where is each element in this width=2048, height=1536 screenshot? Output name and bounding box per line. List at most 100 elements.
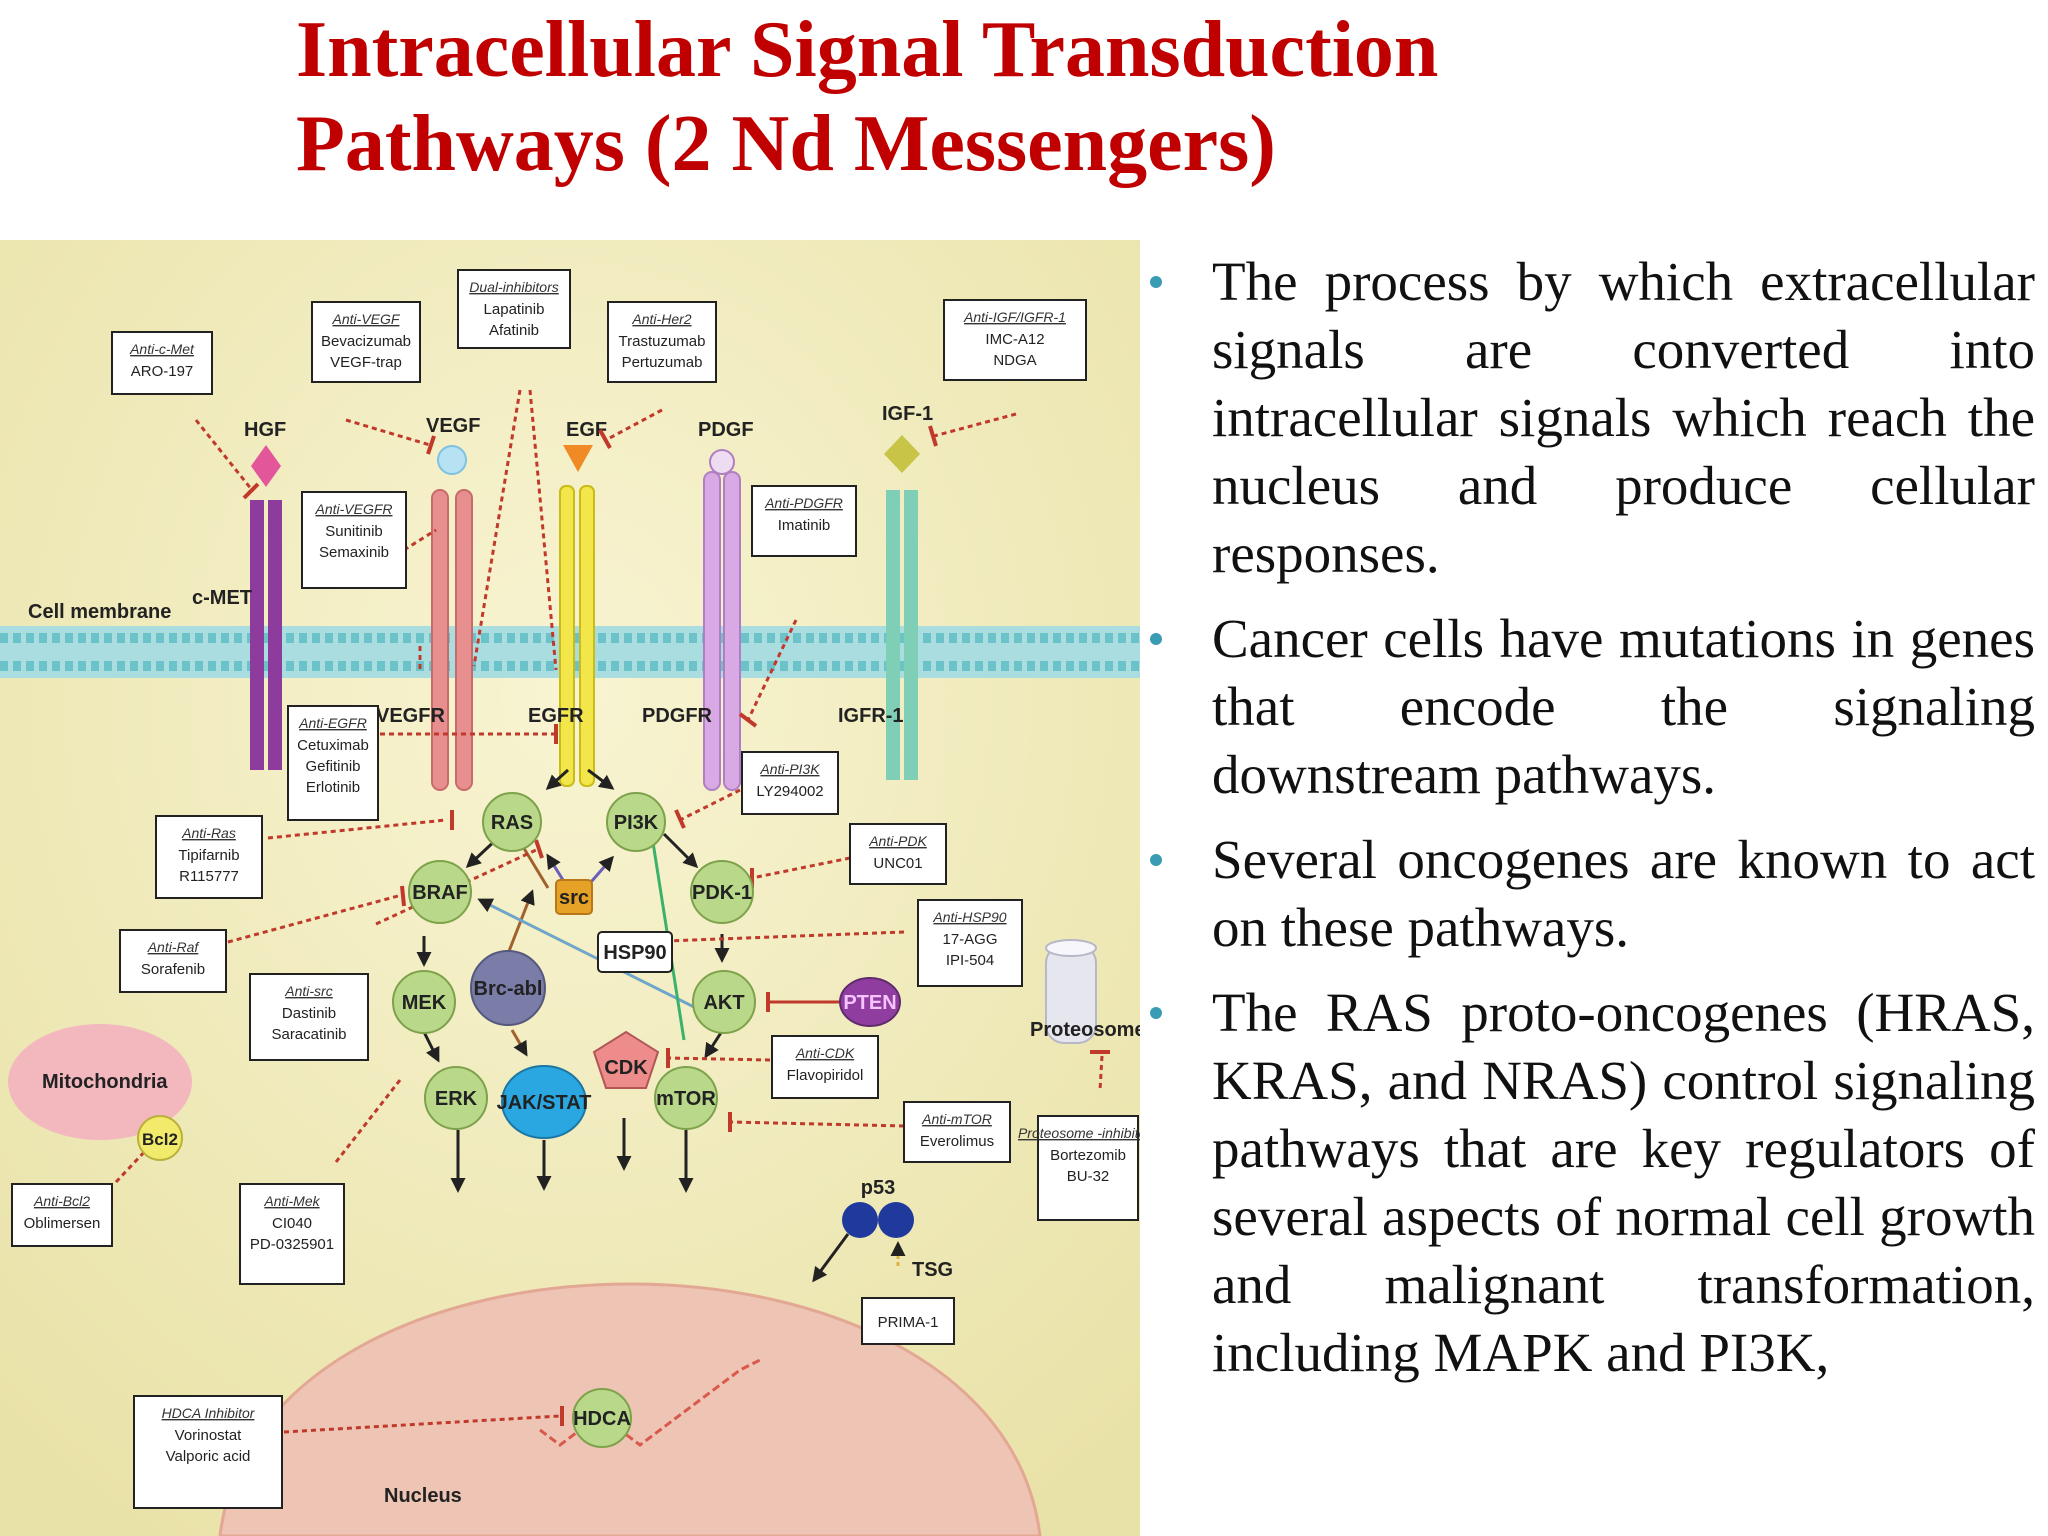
inhibitor-box-heading: Dual-inhibitors [469, 279, 558, 295]
inhibitor-drug-name: IMC-A12 [985, 331, 1044, 348]
svg-text:Brc-abl: Brc-abl [474, 978, 543, 1000]
inhibitor-drug-name: Gefitinib [305, 758, 360, 775]
title-line-2: Pathways (2 Nd Messengers) [296, 99, 1276, 188]
mek-node: MEK [392, 970, 456, 1034]
inhibitor-box-heading: HDCA Inhibitor [162, 1405, 256, 1421]
svg-text:mTOR: mTOR [656, 1088, 716, 1110]
igfr1-label: IGFR-1 [838, 705, 904, 727]
inhibitor-drug-name: Tipifarnib [178, 847, 239, 864]
title-line-1: Intracellular Signal Transduction [296, 6, 1439, 94]
pdgf-ligand [709, 449, 735, 475]
inhibitor-box-heading: Proteosome -inhibitors [1018, 1125, 1140, 1141]
pdgf-label: PDGF [698, 419, 754, 441]
igf1-ligand [884, 435, 920, 473]
hdca-node: HDCA [572, 1388, 632, 1448]
inhibitor-box-heading: Anti-CDK [795, 1045, 855, 1061]
inhibitor-box-heading: Anti-Mek [263, 1193, 320, 1209]
mtor-node: mTOR [654, 1066, 718, 1130]
inhibitor-drug-name: Bevacizumab [321, 333, 411, 350]
inhibitor-box-heading: Anti-IGF/IGFR-1 [963, 309, 1066, 325]
inhibitor-drug-name: Saracatinib [271, 1026, 346, 1043]
slide-title: Intracellular Signal Transduction Pathwa… [296, 4, 2016, 191]
inhibitor-drug-name: Vorinostat [175, 1427, 243, 1444]
inhibitor-box-anti-hsp90: Anti-HSP90 17-AGG IPI-504 [917, 899, 1023, 987]
svg-text:MEK: MEK [402, 992, 447, 1014]
inhibitor-drug-name: Oblimersen [24, 1215, 101, 1232]
egfr-receptor [559, 485, 595, 787]
inhibitor-drug-name: Lapatinib [484, 301, 545, 318]
mitochondria-label: Mitochondria [42, 1071, 168, 1093]
braf-node: BRAF [408, 860, 472, 924]
cmet-label: c-MET [192, 587, 252, 609]
bcl2-node: Bcl2 [137, 1115, 183, 1161]
inhibitor-drug-name: NDGA [993, 352, 1036, 369]
inhibitor-drug-name: Afatinib [489, 322, 539, 339]
inhibitor-box-heading: Anti-PI3K [759, 761, 820, 777]
proteosome-label: Proteosome [1030, 1019, 1140, 1041]
svg-text:AKT: AKT [703, 992, 744, 1014]
inhibitor-box-heading: Anti-HSP90 [932, 909, 1006, 925]
igfr1-receptor [886, 490, 918, 780]
mitochondria-shape [8, 1024, 192, 1140]
cell-membrane-label: Cell membrane [28, 601, 171, 623]
inhibitor-drug-name: Cetuximab [297, 737, 369, 754]
inhibitor-drug-name: Valporic acid [166, 1448, 251, 1465]
pdk1-node: PDK-1 [690, 860, 754, 924]
bullet-list: The process by which extracellular signa… [1150, 248, 2035, 1404]
prima1-box: PRIMA-1 [861, 1297, 955, 1345]
bullet-item: Several oncogenes are known to act on th… [1150, 826, 2035, 962]
inhibitor-box-heading: Anti-c-Met [129, 341, 195, 357]
svg-text:HSP90: HSP90 [603, 942, 666, 964]
inhibitor-drug-name: IPI-504 [946, 952, 994, 969]
inhibitor-drug-name: Semaxinib [319, 544, 389, 561]
inhibitor-drug-name: VEGF-trap [330, 354, 402, 371]
inhibitor-box-heading: Anti-VEGFR [314, 501, 392, 517]
p53-node: p53 [842, 1177, 914, 1238]
svg-text:PI3K: PI3K [614, 812, 659, 834]
svg-text:src: src [559, 887, 589, 909]
inhibitor-box-heading: Anti-Ras [181, 825, 236, 841]
inhibitor-box-heading: Anti-Her2 [631, 311, 691, 327]
inhibitor-drug-name: UNC01 [873, 855, 922, 872]
igf1-label: IGF-1 [882, 403, 933, 425]
inhibitor-box-heading: Anti-src [284, 983, 332, 999]
pi3k-node: PI3K [606, 792, 666, 852]
svg-text:ERK: ERK [435, 1088, 478, 1110]
inhibitor-drug-name: PD-0325901 [250, 1236, 334, 1253]
proteosome-shape [1045, 939, 1097, 1044]
inhibitor-drug-name: Imatinib [778, 517, 831, 534]
vegf-label: VEGF [426, 415, 480, 437]
egfr-label: EGFR [528, 705, 584, 727]
svg-text:CDK: CDK [604, 1057, 648, 1079]
inhibitor-drug-name: CI040 [272, 1215, 312, 1232]
brcabl-node: Brc-abl [470, 950, 546, 1026]
ras-node: RAS [482, 792, 542, 852]
inhibitor-box-heading: Anti-PDK [868, 833, 927, 849]
inhibitor-box-anti-pdk: Anti-PDK UNC01 [849, 823, 947, 885]
svg-text:JAK/STAT: JAK/STAT [497, 1092, 592, 1114]
vegf-ligand [437, 445, 467, 475]
hsp90-node: HSP90 [597, 931, 673, 973]
inhibitor-drug-name: 17-AGG [942, 931, 997, 948]
pten-node: PTEN [839, 977, 901, 1027]
tsg-label: TSG [912, 1259, 953, 1281]
inhibitor-drug-name: BU-32 [1067, 1168, 1110, 1185]
svg-text:HDCA: HDCA [573, 1408, 631, 1430]
hgf-label: HGF [244, 419, 286, 441]
cmet-receptor [250, 500, 282, 770]
svg-text:Bcl2: Bcl2 [142, 1130, 178, 1149]
inhibitor-drug-name: Sunitinib [325, 523, 383, 540]
